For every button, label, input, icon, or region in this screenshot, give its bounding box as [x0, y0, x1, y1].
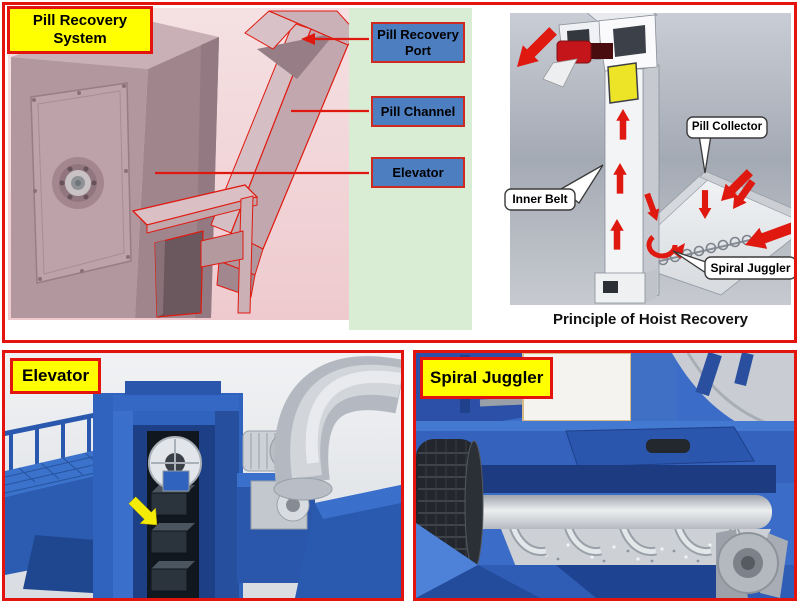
callout-leader-lines: [155, 37, 369, 175]
callout-pill-channel: Pill Channel: [371, 96, 465, 127]
spiral-juggler-photo-panel: Spiral Juggler: [413, 350, 797, 601]
yellow-arrow-icon: [128, 496, 158, 526]
bearing-wheel: [716, 529, 788, 598]
door-bolts: [32, 84, 130, 281]
trough-opening: [476, 465, 776, 493]
bearing-flange: [52, 157, 104, 209]
cover-handle: [646, 439, 690, 453]
elevator-photo-panel: Elevator: [2, 350, 404, 601]
chute-shadow: [416, 565, 540, 598]
chute-face: [416, 523, 478, 598]
bubble-spiral-juggler: Spiral Juggler: [710, 261, 791, 275]
bubble-inner-belt: Inner Belt: [512, 192, 568, 206]
trough-edge: [416, 421, 794, 431]
callout-pill-recovery-port: Pill Recovery Port: [371, 22, 465, 63]
silver-duct: [672, 353, 794, 443]
yellow-panel: [607, 62, 639, 104]
callout-elevator: Elevator: [371, 157, 465, 188]
machine-cad-illustration: [11, 10, 349, 318]
leader-arrowhead-icon: [301, 33, 315, 45]
diagram-caption: Principle of Hoist Recovery: [552, 311, 749, 328]
bubble-shapes: [504, 116, 794, 280]
blue-panel: [631, 353, 677, 421]
elevator-photo: [5, 353, 401, 598]
pill-recovery-system-panel: Pill Recovery System Pill Recovery Port …: [2, 2, 797, 343]
bubble-pill-collector: Pill Collector: [691, 121, 763, 133]
hopper-top: [315, 485, 401, 519]
section-title-pill-recovery-system: Pill Recovery System: [7, 6, 153, 54]
duct-pipe: [273, 356, 401, 501]
section-title-elevator: Elevator: [10, 358, 102, 394]
motor-coupling: [589, 43, 613, 59]
section-title-spiral-juggler: Spiral Juggler: [420, 357, 554, 399]
elevator-tower: [93, 381, 243, 598]
